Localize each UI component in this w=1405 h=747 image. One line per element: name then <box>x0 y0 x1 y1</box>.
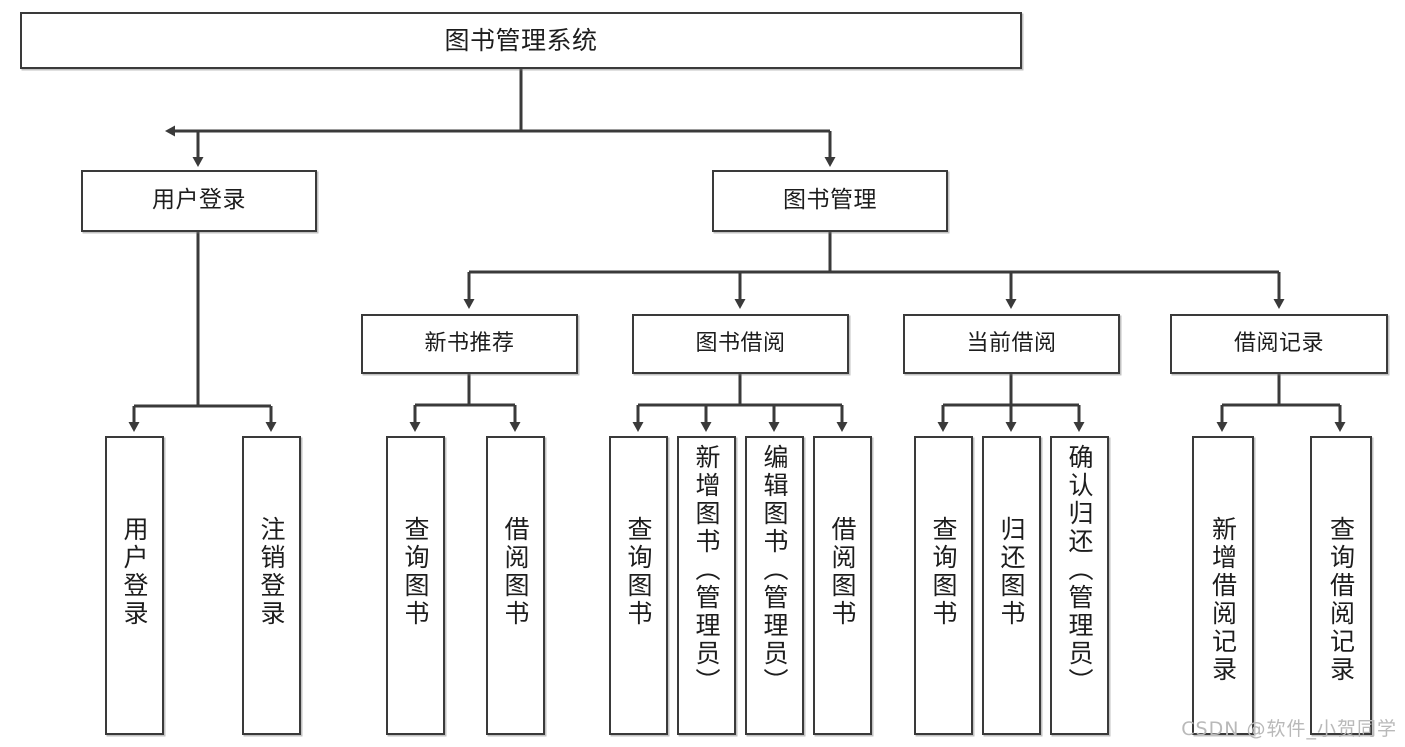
leaf-current-confirm-return[interactable]: 确认归还（管理员） <box>1050 436 1109 735</box>
leaf-record-add[interactable]: 新增借阅记录 <box>1192 436 1254 735</box>
node-book-management[interactable]: 图书管理 <box>712 170 948 232</box>
node-current-borrow[interactable]: 当前借阅 <box>903 314 1120 374</box>
node-label: 借阅记录 <box>1233 331 1324 357</box>
node-label: 用户登录 <box>152 187 246 214</box>
leaf-borrow-add-book[interactable]: 新增图书（管理员） <box>677 436 736 735</box>
node-label: 用户登录 <box>120 516 149 628</box>
node-book-borrow[interactable]: 图书借阅 <box>632 314 849 374</box>
node-label: 查询图书 <box>929 516 958 628</box>
node-label: 借阅图书 <box>828 516 857 628</box>
leaf-current-return-book[interactable]: 归还图书 <box>982 436 1041 735</box>
node-label: 查询图书 <box>624 516 653 628</box>
node-label: 借阅图书 <box>501 516 530 628</box>
node-user-login[interactable]: 用户登录 <box>81 170 317 232</box>
node-label: 图书管理系统 <box>444 25 598 55</box>
node-label: 图书管理 <box>783 187 877 214</box>
leaf-new-book-borrow[interactable]: 借阅图书 <box>486 436 545 735</box>
leaf-borrow-book[interactable]: 借阅图书 <box>813 436 872 735</box>
node-label: 编辑图书（管理员） <box>760 444 789 696</box>
node-label: 归还图书 <box>997 516 1026 628</box>
node-new-book-recommend[interactable]: 新书推荐 <box>361 314 578 374</box>
node-label: 新增图书（管理员） <box>692 444 721 696</box>
leaf-current-query-book[interactable]: 查询图书 <box>914 436 973 735</box>
node-root-system[interactable]: 图书管理系统 <box>20 12 1022 69</box>
node-borrow-record[interactable]: 借阅记录 <box>1170 314 1388 374</box>
node-label: 确认归还（管理员） <box>1065 444 1094 696</box>
node-label: 查询借阅记录 <box>1326 516 1356 684</box>
node-label: 注销登录 <box>257 516 286 628</box>
node-label: 图书借阅 <box>695 331 786 357</box>
leaf-user-logout[interactable]: 注销登录 <box>242 436 301 735</box>
leaf-new-book-query[interactable]: 查询图书 <box>386 436 445 735</box>
leaf-record-query[interactable]: 查询借阅记录 <box>1310 436 1372 735</box>
leaf-user-login[interactable]: 用户登录 <box>105 436 164 735</box>
node-label: 当前借阅 <box>966 331 1057 357</box>
watermark-text: CSDN @软件_小贺同学 <box>1181 718 1397 740</box>
node-label: 新书推荐 <box>424 331 515 357</box>
leaf-borrow-query-book[interactable]: 查询图书 <box>609 436 668 735</box>
node-label: 新增借阅记录 <box>1208 516 1238 684</box>
node-label: 查询图书 <box>401 516 430 628</box>
leaf-borrow-edit-book[interactable]: 编辑图书（管理员） <box>745 436 804 735</box>
